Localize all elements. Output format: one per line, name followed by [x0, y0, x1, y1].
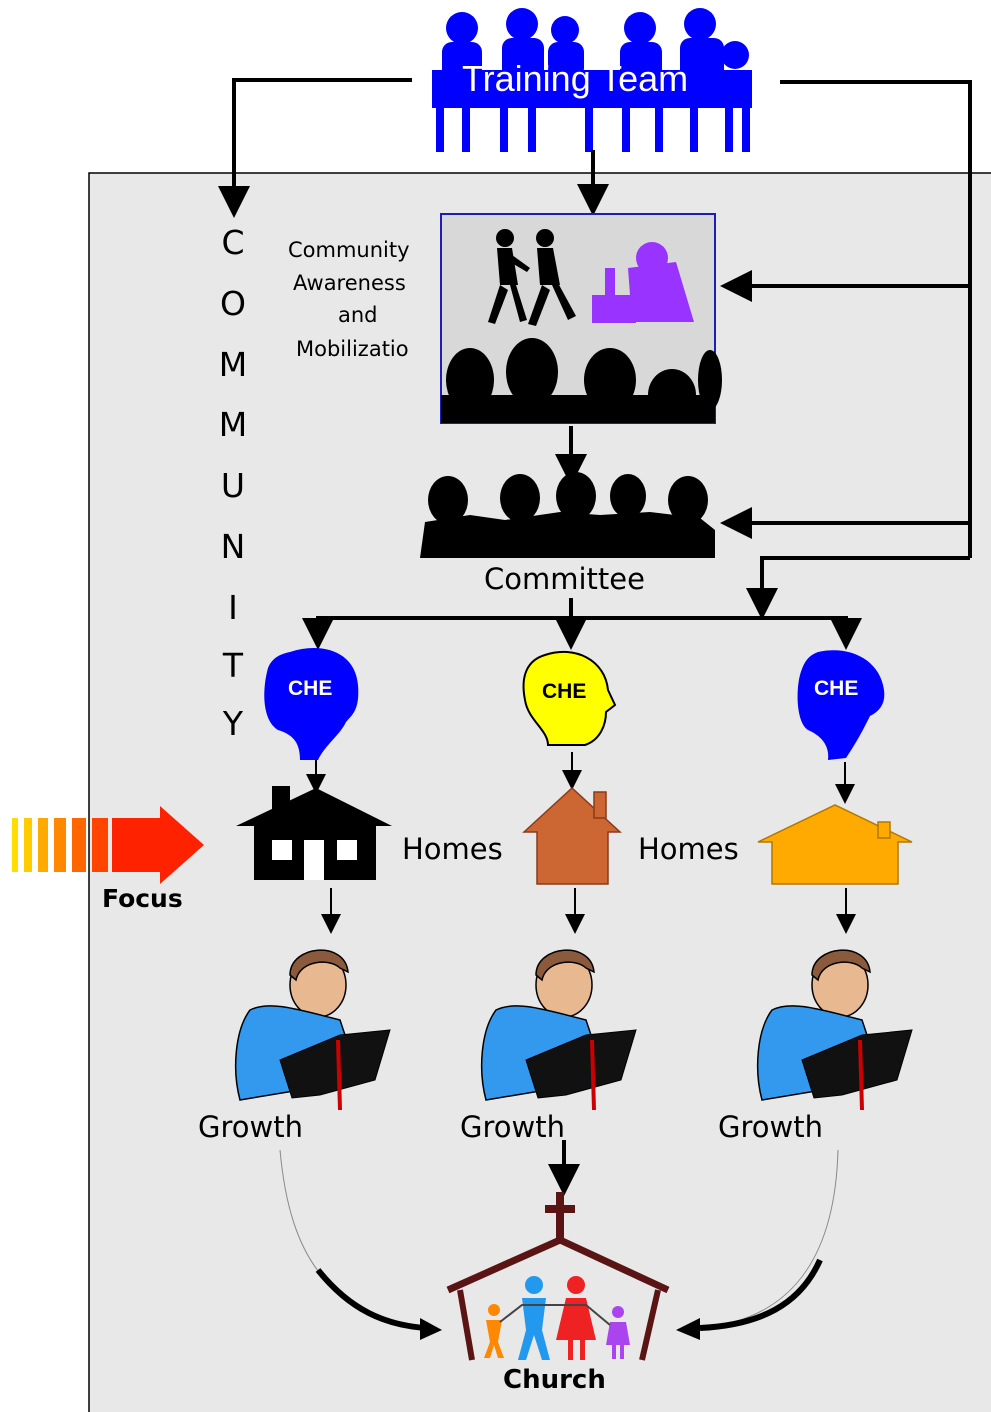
- training-team-connectors: [218, 78, 972, 620]
- homes-label-right: Homes: [638, 832, 739, 866]
- growth-label-left: Growth: [198, 1110, 303, 1144]
- community-letter: U: [220, 466, 246, 505]
- training-team-people-icon: [432, 8, 752, 152]
- community-letter: T: [222, 646, 244, 685]
- committee-label: Committee: [484, 562, 645, 596]
- awareness-picture: [440, 213, 722, 424]
- reader-right-icon: [756, 949, 913, 1111]
- training-team-label: Training Team: [462, 58, 689, 99]
- community-letter: C: [221, 223, 245, 262]
- growth-to-church-arrows: [279, 1140, 839, 1340]
- church-label: Church: [503, 1365, 606, 1395]
- community-letter: M: [218, 345, 248, 384]
- awareness-line: Awareness: [293, 271, 406, 295]
- audience-icon: [441, 338, 722, 423]
- home-to-growth-arrows: [321, 888, 856, 934]
- community-letter: Y: [222, 704, 244, 743]
- che-label-right: CHE: [814, 677, 859, 700]
- awareness-line: Mobilizatio: [296, 337, 409, 361]
- community-letter: O: [220, 284, 246, 323]
- reader-middle-icon: [480, 949, 637, 1111]
- che-to-home-arrows: [306, 752, 855, 804]
- community-letter: M: [218, 405, 248, 444]
- che-head-right-icon: [797, 650, 885, 760]
- home-left-icon: [236, 786, 392, 880]
- awareness-line: and: [338, 303, 378, 327]
- committee-people-icon: [420, 472, 715, 558]
- che-head-middle-icon: [522, 650, 617, 746]
- reader-left-icon: [234, 949, 391, 1111]
- homes-label-left: Homes: [402, 832, 503, 866]
- community-letter: N: [220, 527, 246, 566]
- che-head-left-icon: [264, 648, 359, 760]
- growth-label-middle: Growth: [460, 1110, 565, 1144]
- awareness-line: Community: [288, 238, 410, 262]
- church-icon: [446, 1192, 670, 1361]
- growth-label-right: Growth: [718, 1110, 823, 1144]
- focus-label: Focus: [102, 884, 183, 913]
- focus-arrow-icon: [12, 806, 204, 884]
- church-family-icon: [484, 1276, 630, 1360]
- walking-people-icon: [488, 229, 576, 326]
- che-label-middle: CHE: [542, 680, 587, 703]
- che-label-left: CHE: [288, 677, 333, 700]
- committee-connectors: [302, 598, 862, 650]
- home-middle-icon: [522, 786, 622, 885]
- community-letter: I: [228, 588, 238, 627]
- microscope-worker-icon: [592, 242, 694, 323]
- home-right-icon: [757, 804, 913, 885]
